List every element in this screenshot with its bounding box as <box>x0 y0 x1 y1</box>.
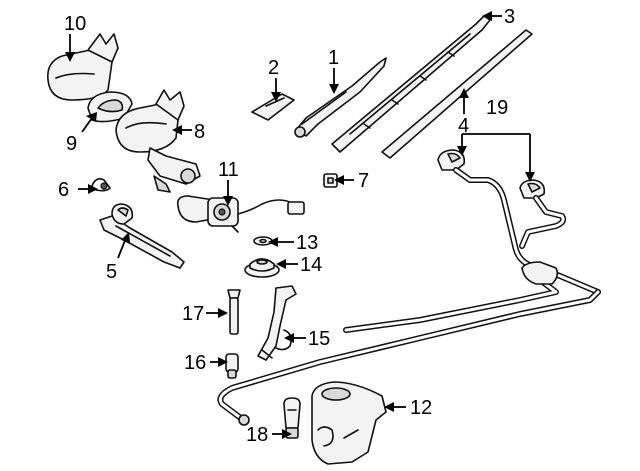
part-9-cap <box>87 91 133 123</box>
callout-16: 16 <box>184 352 206 374</box>
part-6-clip <box>91 178 111 192</box>
callout-10: 10 <box>64 13 86 35</box>
callout-4: 4 <box>458 115 469 137</box>
leader-lines <box>65 11 535 439</box>
part-1-wiper-arm <box>294 57 387 138</box>
part-16-connector <box>225 353 239 379</box>
callout-3: 3 <box>504 6 515 28</box>
part-8-pivot-housing <box>115 89 201 193</box>
callout-6: 6 <box>58 179 69 201</box>
callout-7: 7 <box>358 170 369 192</box>
callout-9: 9 <box>66 133 77 155</box>
part-17-bolt <box>227 289 241 335</box>
part-14-grommet <box>244 258 280 278</box>
callout-17: 17 <box>182 303 204 325</box>
part-2-cover <box>251 93 295 121</box>
part-12-reservoir <box>311 381 387 465</box>
washer-hoses <box>217 167 601 426</box>
callout-8: 8 <box>194 121 205 143</box>
callout-19: 19 <box>486 97 508 119</box>
part-10-arm-cover <box>46 33 119 101</box>
callout-14: 14 <box>300 254 322 276</box>
part-11-wiper-motor <box>176 195 305 233</box>
callout-labels: 10 9 8 6 5 11 13 14 17 16 15 2 1 3 4 7 1… <box>58 6 515 446</box>
part-18-washer-pump <box>283 397 301 439</box>
callout-15: 15 <box>308 328 330 350</box>
callout-1: 1 <box>328 47 339 69</box>
callout-11: 11 <box>218 159 239 181</box>
callout-12: 12 <box>410 397 432 419</box>
part-13-washer <box>253 236 273 246</box>
callout-18: 18 <box>246 424 268 446</box>
callout-13: 13 <box>296 232 318 254</box>
part-19-nozzles <box>437 149 546 199</box>
callout-5: 5 <box>106 261 117 283</box>
callout-2: 2 <box>268 57 279 79</box>
part-15-bracket <box>257 285 297 361</box>
part-5-wiper-arm <box>99 203 185 269</box>
part-4-blade-refill <box>381 29 533 159</box>
